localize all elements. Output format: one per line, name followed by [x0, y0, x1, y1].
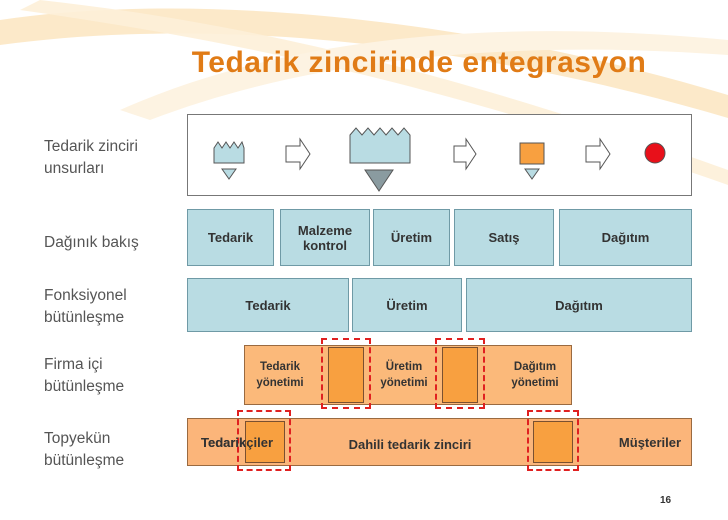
arrow-icon	[585, 137, 611, 171]
row-label-dispersed: Dağınık bakış	[44, 234, 139, 251]
dispersed-uretim: Üretim	[373, 209, 450, 266]
arrow-icon	[453, 137, 477, 171]
internal-link-block-1	[328, 347, 364, 403]
highlight-dashed-frame-left	[237, 410, 291, 471]
highlight-dashed-frame-1	[321, 338, 371, 409]
row-label-internal: Firma içi bütünleşme	[44, 356, 125, 395]
internal-link-block-2	[442, 347, 478, 403]
internal-dagitim-yonetimi: Dağıtım yönetimi	[511, 361, 559, 389]
customer-circle-icon	[644, 142, 666, 164]
total-customers-label: Müşteriler	[618, 434, 682, 450]
page-number: 16	[660, 495, 672, 506]
total-suppliers-text: Tedarikçiler	[200, 434, 274, 450]
row-label-total: Topyekün bütünleşme	[44, 430, 125, 469]
warehouse-square-icon	[519, 142, 545, 180]
row-label-functional: Fonksiyonel bütünleşme	[44, 287, 127, 326]
total-link-block-left	[245, 421, 285, 463]
highlight-dashed-frame-2	[435, 338, 485, 409]
slide-title: Tedarik zincirinde entegrasyon	[191, 46, 647, 79]
internal-tedarik-yonetimi: Tedarik yönetimi	[256, 361, 304, 389]
total-link-block-right	[533, 421, 573, 463]
supplier-factory-icon	[213, 140, 245, 180]
total-internal-chain-label: Dahili tedarik zinciri	[348, 436, 472, 452]
functional-dagitim: Dağıtım	[466, 278, 692, 332]
row-label-elements: Tedarik zinciri unsurları	[44, 138, 138, 177]
internal-integration-bar	[244, 345, 572, 405]
supply-chain-elements-panel	[187, 114, 692, 196]
factory-icon	[349, 127, 411, 192]
arrow-icon	[285, 137, 311, 171]
dispersed-dagitim: Dağıtım	[559, 209, 692, 266]
functional-uretim: Üretim	[352, 278, 462, 332]
dispersed-malzeme-kontrol: Malzeme kontrol	[280, 209, 370, 266]
dispersed-satis: Satış	[454, 209, 554, 266]
internal-uretim-yonetimi: Üretim yönetimi	[380, 361, 428, 389]
highlight-dashed-frame-right	[527, 410, 579, 471]
functional-tedarik: Tedarik	[187, 278, 349, 332]
dispersed-tedarik: Tedarik	[187, 209, 274, 266]
